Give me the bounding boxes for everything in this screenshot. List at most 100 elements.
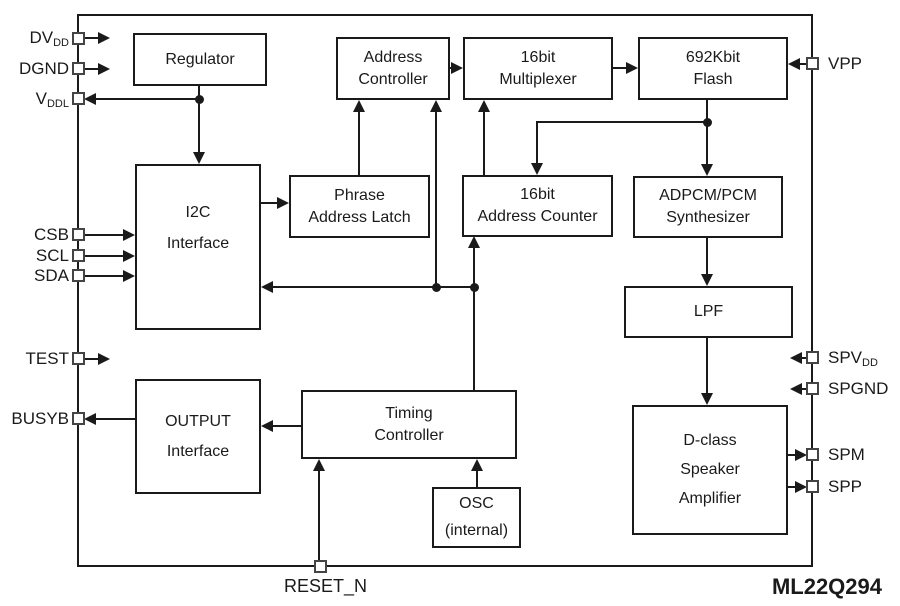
block-label: Address — [363, 48, 423, 66]
arrowhead-lpf-dclass — [701, 393, 713, 405]
pin-vpp — [806, 57, 819, 70]
arrowhead-reset-timing — [313, 459, 325, 471]
block-osc-internal: OSC (internal) — [432, 487, 521, 548]
arrowhead-bus-ac — [430, 100, 442, 112]
wire-latch-ac — [358, 112, 360, 175]
arrowhead-spm — [795, 449, 807, 461]
pin-label-subscript: DDL — [46, 98, 69, 110]
wire-counter-mux — [483, 112, 485, 175]
junction-dot — [703, 118, 712, 127]
arrowhead-timing-output — [261, 420, 273, 432]
block-label: 692Kbit — [685, 48, 741, 66]
block-output-interface: OUTPUT Interface — [135, 379, 261, 494]
arrowhead-sda — [123, 270, 135, 282]
block-16bit-address-counter: 16bit Address Counter — [462, 175, 613, 237]
pin-label-text: SPGND — [828, 379, 889, 398]
arrowhead-regulator-i2c — [193, 152, 205, 164]
pin-dgnd — [72, 62, 85, 75]
pin-dvdd — [72, 32, 85, 45]
pin-label-dvdd: DVDD — [29, 28, 69, 53]
arrowhead-spgnd — [790, 383, 802, 395]
block-label: OUTPUT — [165, 412, 231, 430]
pin-test — [72, 352, 85, 365]
block-label: Regulator — [165, 50, 235, 68]
block-i2c-interface: I2C Interface — [135, 164, 261, 330]
junction-dot — [195, 95, 204, 104]
block-label: 16bit — [520, 186, 555, 203]
pin-label-text: TEST — [25, 349, 69, 368]
block-d-class-speaker-amplifier: D-class Speaker Amplifier — [632, 405, 788, 535]
block-label: ADPCM/PCM — [659, 187, 757, 204]
pin-label-spgnd: SPGND — [828, 379, 888, 399]
pin-label-sda: SDA — [34, 266, 69, 286]
block-label: LPF — [693, 303, 724, 320]
wire-reset-timing — [318, 471, 320, 561]
pin-sda — [72, 269, 85, 282]
arrowhead-csb — [123, 229, 135, 241]
junction-dot — [432, 283, 441, 292]
pin-label-text: RESET_N — [283, 576, 368, 596]
pin-label-subscript: DD — [862, 357, 878, 369]
pin-csb — [72, 228, 85, 241]
block-adpcm-pcm-synthesizer: ADPCM/PCM Synthesizer — [633, 176, 783, 238]
pin-label-dgnd: DGND — [19, 59, 69, 79]
wire-flash-adpcm — [706, 100, 708, 164]
arrowhead-busyb — [84, 413, 96, 425]
block-phrase-address-latch: Phrase Address Latch — [289, 175, 430, 238]
block-label: Amplifier — [678, 490, 742, 507]
part-number: ML22Q294 — [771, 574, 882, 599]
wire-flash-branch — [536, 121, 708, 123]
pin-label-spm: SPM — [828, 445, 865, 465]
arrowhead-osc-timing — [471, 459, 483, 471]
pin-label-text: VPP — [828, 54, 863, 73]
block-label: Flash — [693, 70, 733, 88]
wire-lpf-dclass — [706, 338, 708, 393]
pin-label-text: SPV — [828, 348, 863, 367]
block-lpf: LPF — [624, 286, 793, 338]
arrowhead-timing-counter — [468, 236, 480, 248]
pin-vddl — [72, 92, 85, 105]
pin-busyb — [72, 412, 85, 425]
pin-label-text: DGND — [18, 59, 69, 78]
pin-label-reset-n: RESET_N — [278, 576, 373, 597]
wire-scl — [84, 255, 123, 257]
arrowhead-spp — [795, 481, 807, 493]
arrowhead-dvdd — [98, 32, 110, 44]
block-label: OSC — [459, 495, 494, 512]
pin-label-text: SCL — [35, 246, 69, 265]
wire-spgnd — [801, 388, 807, 390]
wire-osc-timing — [476, 471, 478, 487]
pin-label-spp: SPP — [828, 477, 862, 497]
wire-regulator-i2c — [198, 85, 200, 152]
pin-label-text: V — [35, 89, 47, 108]
junction-dot — [470, 283, 479, 292]
arrowhead-vddl — [84, 93, 96, 105]
pin-label-scl: SCL — [36, 246, 69, 266]
wire-spp — [788, 486, 796, 488]
wire-branch-counter — [536, 122, 538, 163]
block-16bit-multiplexer: 16bit Multiplexer — [463, 37, 613, 100]
arrowhead-branch-counter — [531, 163, 543, 175]
arrowhead-scl — [123, 250, 135, 262]
wire-bus-i2c — [273, 286, 475, 288]
wire-timing-counter — [473, 248, 475, 390]
block-address-controller: Address Controller — [336, 37, 450, 100]
block-label: I2C — [185, 203, 211, 221]
wire-csb — [84, 234, 123, 236]
block-label: Phrase — [334, 186, 385, 204]
wire-dgnd — [84, 68, 98, 70]
wire-bus-ac — [435, 112, 437, 288]
wire-adpcm-lpf — [706, 238, 708, 274]
pin-label-subscript: DD — [53, 37, 69, 49]
block-label: Address Latch — [308, 208, 411, 226]
arrowhead-counter-mux — [478, 100, 490, 112]
pin-label-csb: CSB — [34, 225, 69, 245]
arrowhead-mux-flash — [626, 62, 638, 74]
wire-regulator-vddl — [96, 98, 200, 100]
pin-label-vpp: VPP — [828, 54, 862, 74]
pin-label-test: TEST — [26, 349, 69, 369]
pin-label-spvdd: SPVDD — [828, 348, 878, 373]
block-label: Interface — [166, 442, 230, 460]
block-label: (internal) — [444, 522, 509, 539]
